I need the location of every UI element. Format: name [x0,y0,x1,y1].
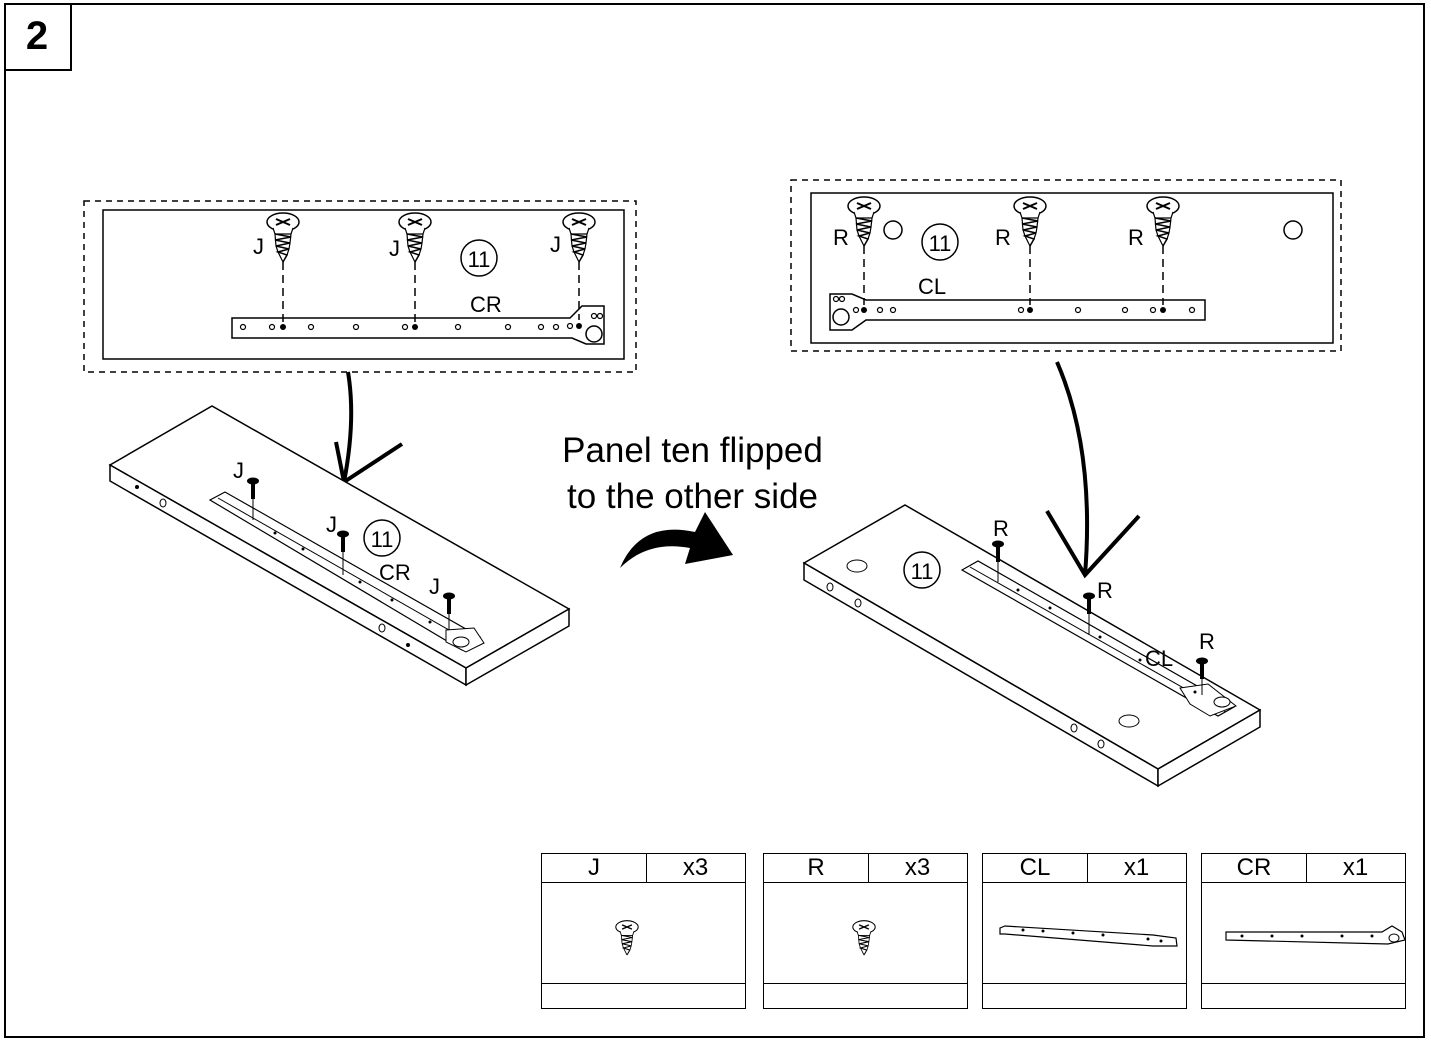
part-name: CL [983,854,1088,882]
cl-rail-icon [960,560,1238,717]
right-panel-assembly: R R R 11 CL [802,504,1262,788]
screw-icon [847,196,881,247]
rail-label: CL [1145,646,1173,671]
screw-icon [1146,196,1180,247]
screw-label: R [993,516,1009,541]
part-qty: x3 [682,854,709,881]
part-card-cr: CR x1 [1201,853,1406,1009]
panel-number: 11 [929,231,952,256]
panel-number: 11 [371,527,394,552]
screw-icon [852,920,876,956]
screw-icon [1013,196,1047,247]
screw-label: J [550,232,561,257]
rail-label: CR [470,292,502,317]
part-name: R [764,854,869,882]
screw-icon [615,920,639,956]
screw-icon [398,212,432,263]
right-detail-view: R R R 11 CL [790,179,1342,352]
left-detail-view: J J J 11 CR [83,200,637,373]
cr-rail-icon [231,305,605,345]
rail-label: CR [379,560,411,585]
panel-number-circle [363,519,401,557]
right-insert-arrow [1045,361,1141,579]
screw-label: R [995,225,1011,250]
flip-caption: Panel ten flipped to the other side [520,428,865,520]
screw-label: J [253,234,264,259]
screw-label: J [389,236,400,261]
rail-label: CL [918,274,946,299]
screw-label: J [326,512,337,537]
step-number: 2 [4,3,72,71]
part-name: CR [1202,854,1307,882]
part-card-cl: CL x1 [982,853,1187,1009]
screw-label: R [1097,578,1113,603]
panel-number-circle [921,223,959,261]
screw-label: J [233,458,244,483]
part-qty: x1 [1342,854,1369,881]
right-rail-icon [1225,925,1406,945]
left-panel-assembly: J J J 11 CR [108,405,571,687]
screw-label: R [1199,629,1215,654]
left-insert-arrow [334,371,404,486]
screw-icon [266,212,300,263]
caption-line: Panel ten flipped [562,431,823,470]
caption-line: to the other side [567,477,818,516]
screw-icon [562,212,596,263]
part-qty: x1 [1123,854,1150,881]
panel-number-circle [460,239,498,277]
part-name: J [542,854,647,882]
cr-rail-icon [208,491,485,653]
part-qty: x3 [904,854,931,881]
panel-number: 11 [468,247,491,272]
screw-label: R [833,225,849,250]
flip-arrow-icon [620,512,733,568]
cl-rail-icon [829,293,1206,331]
left-rail-icon [999,925,1178,947]
screw-label: R [1128,225,1144,250]
page-frame [4,3,1425,1038]
screw-label: J [429,574,440,599]
panel-number: 11 [911,559,934,584]
panel-number-circle [903,551,941,589]
